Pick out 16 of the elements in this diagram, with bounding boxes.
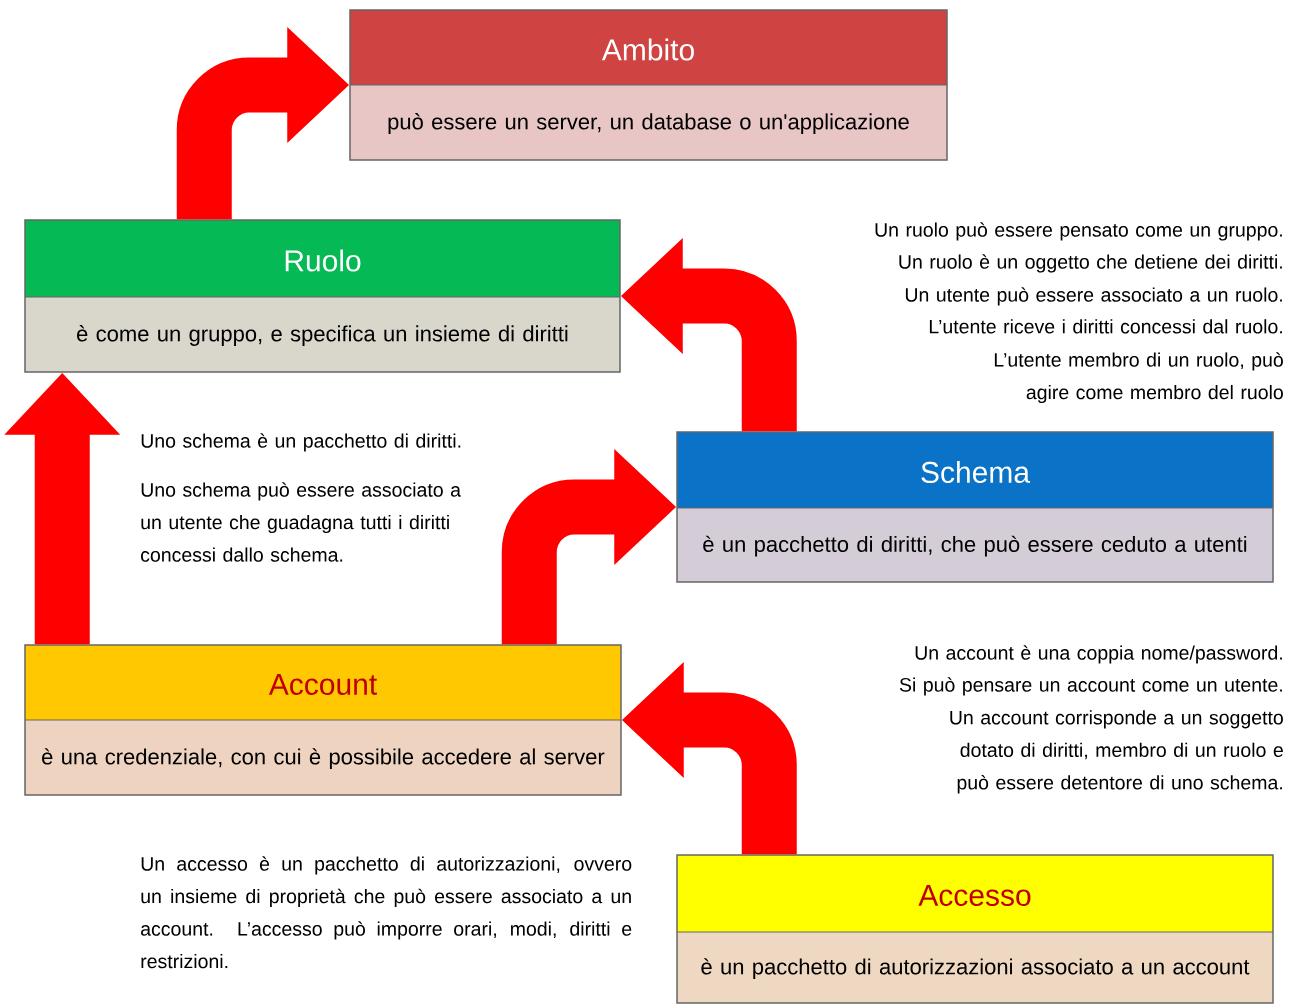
note-text: Si può pensare un account come un utente. [899,677,1282,696]
note-text: Uno schema è un pacchetto di diritti. [141,433,461,452]
note-text: Un account corrisponde a un soggetto dotato di diritti, membro di un ruolo e può essere detentore di uno schema. [950,710,1283,794]
note-text: Uno schema può essere associato a un utente che guadagna tutti i diritti concessi dallo schema. [141,482,461,562]
note-text: Un account è una coppia nome/password. [915,645,1282,664]
note-text: Un ruolo può essere pensato come un gruppo. [875,222,1282,241]
process-box: Schema è un pacchetto di diritti, che può essere ceduto a utenti [676,431,1274,583]
note-text: L’utente riceve i diritti concessi dal ruolo. [929,319,1282,334]
note-text: L’utente membro di un ruolo, può agire come membro del ruolo [994,352,1283,404]
process-box: Accesso è un pacchetto di autorizzazioni associato a un account [676,854,1274,1004]
process-box: Ruolo è come un gruppo, e specifica un insieme di diritti [24,219,621,373]
note-text: Un utente può essere associato a un ruolo. [905,287,1282,306]
process-box: Account è una credenziale, con cui è possibile accedere al server [24,644,622,796]
note-text: Un accesso è un pacchetto di autorizzazioni, ovvero un insieme di proprietà che può essere associato a un account. L’accesso può imporre orari, modi, diritti e restrizioni. [141,856,632,969]
note-text: Un ruolo è un oggetto che detiene dei diritti. [899,254,1282,273]
process-box: Ambito può essere un server, un database o un'applicazione [349,9,948,161]
